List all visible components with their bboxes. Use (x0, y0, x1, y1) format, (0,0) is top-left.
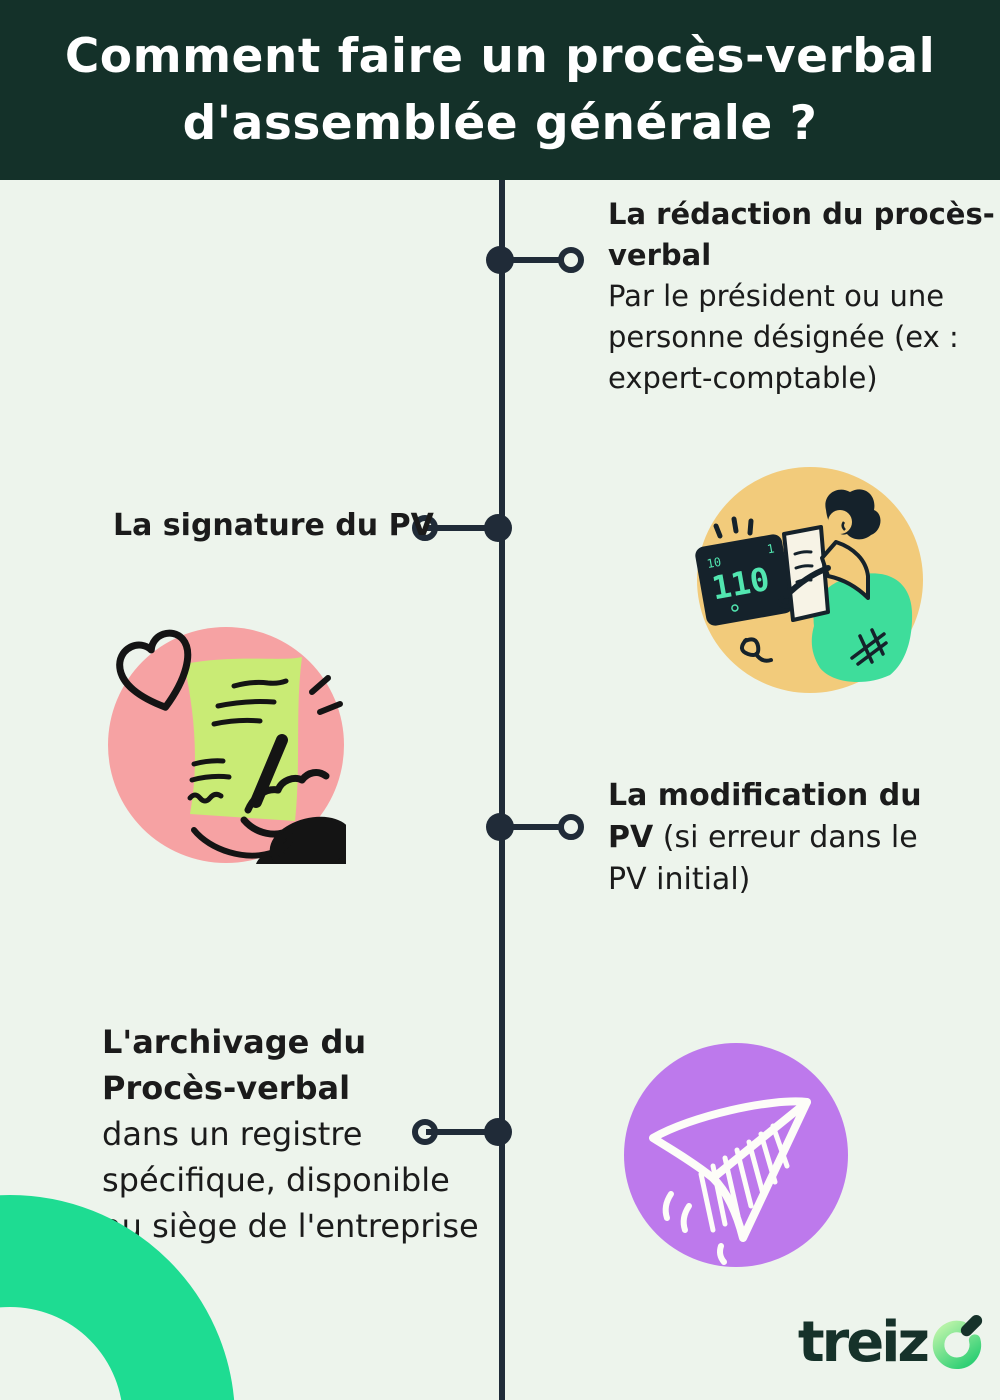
timeline-node-modification (486, 813, 586, 841)
sparkle-dashes (309, 675, 343, 715)
page-title-line-1: Comment faire un procès-verbal (64, 28, 936, 84)
timeline-ring-icon (558, 814, 584, 840)
step-body: personne désignée (ex : (608, 320, 959, 354)
motion-dashes (662, 1191, 727, 1265)
brand-logo: treiz (798, 1314, 986, 1372)
svg-text:10: 10 (706, 555, 723, 571)
step-title: L'archivage du (102, 1023, 367, 1061)
wrist-loop-line (191, 827, 294, 859)
step-title: verbal (608, 238, 712, 272)
timeline-ring-icon (558, 247, 584, 273)
timeline-connector (426, 525, 488, 531)
hand-signing-icon (108, 627, 346, 864)
timeline-connector (500, 824, 562, 830)
step-title: La rédaction du procès- (608, 197, 995, 231)
page-title-line-2: d'assemblée générale ? (182, 95, 818, 151)
timeline-connector (500, 257, 562, 263)
step-redaction-text: La rédaction du procès- verbal Par le pr… (608, 194, 995, 399)
power-button-icon (932, 1314, 983, 1369)
header-banner: Comment faire un procès-verbal d'assembl… (0, 0, 1000, 180)
chair-hash-mark (850, 628, 888, 666)
step-body: expert-comptable) (608, 361, 878, 395)
step-body: dans un registre (102, 1115, 363, 1153)
step-title: La modification du (608, 778, 922, 813)
person-hand (777, 596, 793, 609)
brand-logo-text: treiz (797, 1310, 930, 1375)
step-title: Procès-verbal (102, 1069, 351, 1107)
timeline-dot-icon (484, 514, 512, 542)
step-archivage-text: L'archivage du Procès-verbal dans un reg… (102, 1019, 479, 1249)
step-title: La signature du PV (113, 508, 434, 543)
person-typing-icon: 110 10 1 (695, 467, 923, 693)
person-ear (841, 521, 846, 531)
person-arm (783, 565, 831, 599)
timeline-node-redaction (486, 246, 586, 274)
step-signature-text: La signature du PV (113, 505, 434, 547)
handwriting-lines (187, 678, 289, 804)
timeline-dot-icon (484, 1118, 512, 1146)
laptop-screen: 110 10 1 (695, 534, 794, 626)
person-body (820, 540, 870, 600)
paper-sheet (184, 657, 302, 821)
timeline-connector (426, 1129, 488, 1135)
heart-icon (116, 629, 192, 711)
step-body: spécifique, disponible (102, 1161, 450, 1199)
paper-plane-illustration (621, 1042, 851, 1272)
person-typing-illustration: 110 10 1 (694, 464, 926, 696)
step-body: Par le président ou une (608, 279, 945, 313)
step-modification-text: La modification du PV (si erreur dans le… (608, 775, 922, 901)
person-face (828, 510, 852, 534)
svg-text:1: 1 (766, 541, 776, 556)
step-body: au siège de l'entreprise (102, 1207, 479, 1245)
timeline-node-archivage (412, 1118, 512, 1146)
timeline-line (499, 180, 505, 1400)
plane-hatching (698, 1123, 790, 1233)
cable-squiggle (740, 637, 773, 663)
screen-sparkle-dashes (713, 516, 754, 539)
timeline-node-signature (412, 514, 512, 542)
paper-plane-icon (624, 1043, 848, 1267)
step-title-body-line: PV (si erreur dans le (608, 820, 918, 855)
hand-signing-illustration (106, 624, 346, 864)
step-body: PV initial) (608, 862, 751, 897)
